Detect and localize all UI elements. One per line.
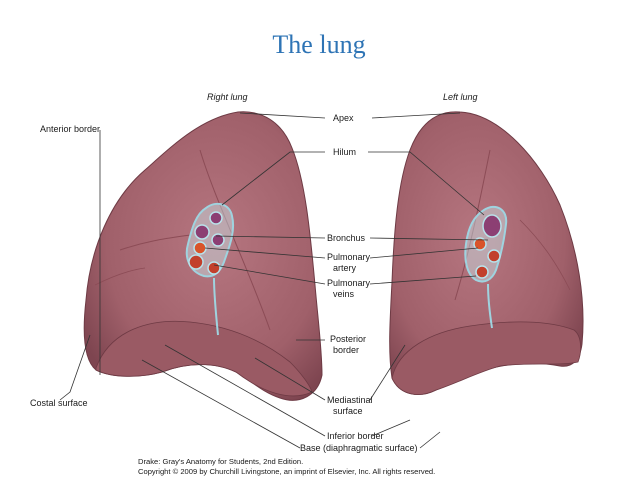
right-bronchus-1 (209, 211, 223, 225)
label-pulmonary-artery-2: artery (333, 263, 357, 273)
right-vein-1 (188, 254, 204, 270)
credit-line-2: Copyright © 2009 by Churchill Livingston… (138, 467, 435, 476)
label-base: Base (diaphragmatic surface) (300, 443, 418, 453)
label-costal-surface: Costal surface (30, 398, 88, 408)
right-vein-2 (207, 261, 221, 275)
left-lung (389, 111, 584, 395)
page-title: The lung (272, 30, 366, 59)
label-posterior-border-1: Posterior (330, 334, 366, 344)
right-lung (83, 111, 323, 401)
left-vein-2 (475, 265, 489, 279)
right-artery (193, 241, 207, 255)
label-pulmonary-veins-1: Pulmonary (327, 278, 371, 288)
left-vein-1 (487, 249, 501, 263)
label-right-lung: Right lung (207, 92, 248, 102)
label-bronchus: Bronchus (327, 233, 366, 243)
label-anterior-border: Anterior border (40, 124, 100, 134)
label-apex: Apex (333, 113, 354, 123)
right-bronchus-3 (211, 233, 225, 247)
left-artery (473, 237, 487, 251)
label-pulmonary-artery-1: Pulmonary (327, 252, 371, 262)
left-bronchus (482, 214, 502, 238)
label-posterior-border-2: border (333, 345, 359, 355)
right-bronchus-2 (194, 224, 210, 240)
left-lung-base (391, 321, 582, 395)
label-hilum: Hilum (333, 147, 356, 157)
credit-line-1: Drake: Gray's Anatomy for Students, 2nd … (138, 457, 303, 466)
label-pulmonary-veins-2: veins (333, 289, 355, 299)
label-inferior-border: Inferior border (327, 431, 384, 441)
label-mediastinal-surface-2: surface (333, 406, 363, 416)
leader-lines (59, 112, 489, 449)
label-left-lung: Left lung (443, 92, 478, 102)
label-mediastinal-surface-1: Mediastinal (327, 395, 373, 405)
